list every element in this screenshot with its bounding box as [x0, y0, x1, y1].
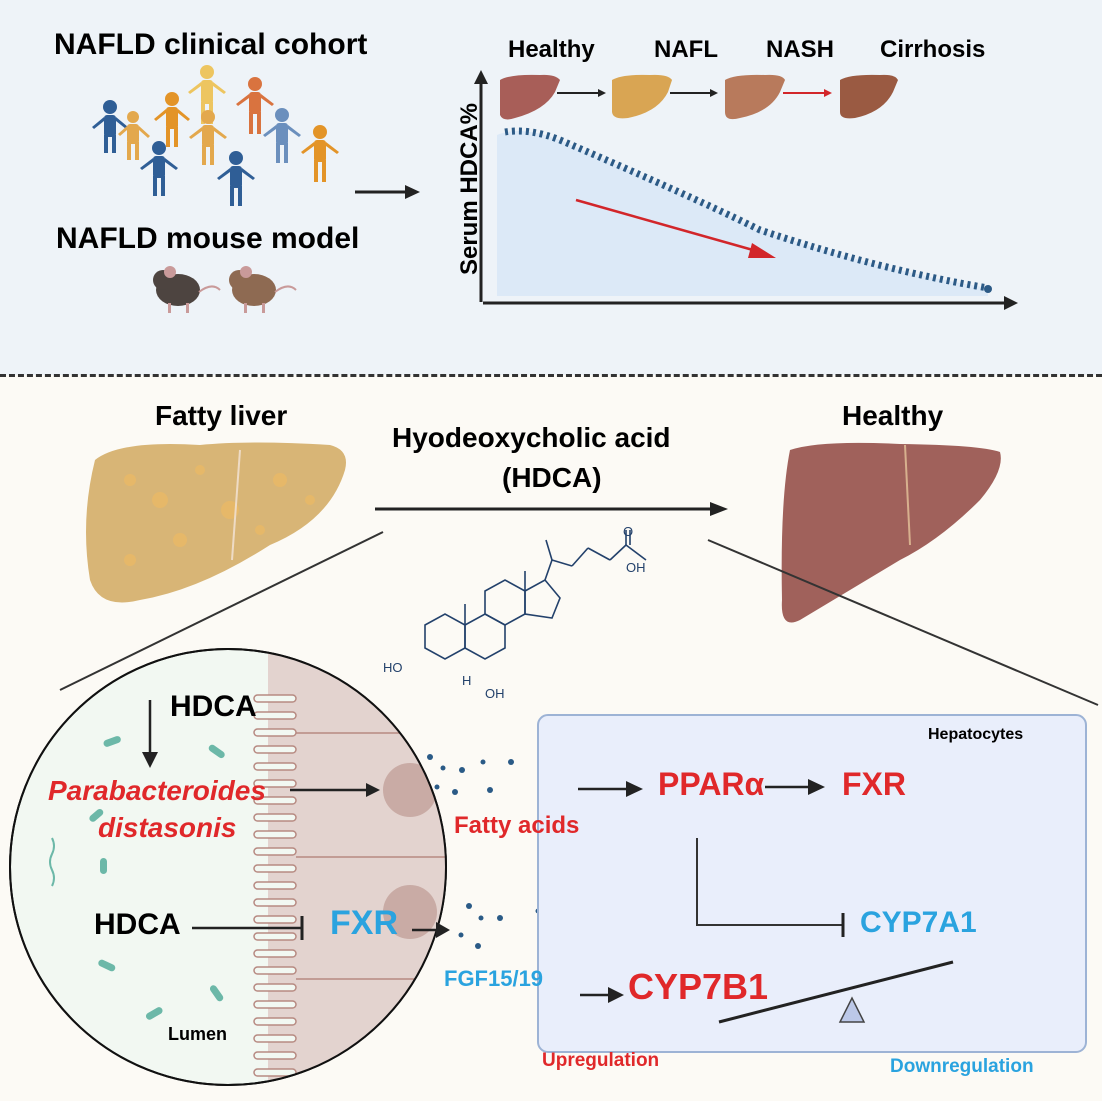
fgf-label: FGF15/19	[444, 966, 544, 991]
cohort-title: NAFLD clinical cohort	[54, 28, 368, 61]
treatment-abbrev: (HDCA)	[502, 462, 602, 493]
liver-icon-cirrhosis	[840, 74, 898, 119]
liver-icon-nash	[725, 74, 785, 120]
stage-arrow-icon	[557, 89, 606, 97]
trend-arrow-head-icon	[748, 243, 776, 258]
person-icon	[140, 141, 178, 196]
right-arrow-icon	[626, 781, 643, 797]
molecule-oh-top: OH	[626, 560, 646, 575]
top-graphics	[92, 65, 1018, 313]
arrow-icon	[355, 185, 420, 199]
fatty-acids-label: Fatty acids	[454, 812, 580, 839]
trend-arrow	[575, 198, 761, 254]
hepatocyte-fxr-label: FXR	[842, 766, 906, 802]
people-icon-group	[92, 65, 339, 206]
treatment-label: Hyodeoxycholic acid	[392, 422, 671, 453]
curve-end-dot	[984, 285, 992, 293]
down-arrow-icon	[142, 752, 158, 768]
right-arrow-icon	[436, 922, 450, 938]
mouse-model-title: NAFLD mouse model	[56, 222, 360, 255]
bacterium-genus: Parabacteroides	[48, 775, 266, 806]
x-axis-arrow-icon	[1004, 296, 1018, 310]
person-icon	[236, 77, 274, 134]
nucleus	[383, 885, 437, 939]
right-arrow-icon	[366, 783, 380, 797]
molecule-oh-bottom: OH	[485, 686, 505, 701]
hdca-molecule-icon	[424, 530, 647, 660]
villi	[253, 694, 297, 1077]
bacterium-species: distasonis	[98, 812, 237, 843]
hdca-curve	[504, 127, 989, 292]
hdca-area	[497, 131, 988, 296]
mouse-icon	[229, 266, 297, 313]
right-arrow-icon	[608, 987, 624, 1003]
person-icon	[217, 151, 255, 206]
bacteria-icons	[49, 736, 225, 1020]
legend-downregulation: Downregulation	[890, 1056, 1034, 1077]
intestinal-epithelium	[268, 649, 446, 1085]
nucleus	[383, 763, 437, 817]
liver-icon-nafl	[612, 74, 672, 119]
person-icon	[263, 108, 301, 163]
person-icon	[92, 100, 128, 153]
gut-hdca-bottom: HDCA	[94, 908, 181, 941]
person-icon	[301, 125, 339, 182]
cyp7a1-label: CYP7A1	[860, 906, 977, 939]
molecule-ho: HO	[383, 660, 403, 675]
y-axis-arrow-icon	[474, 70, 488, 84]
person-icon	[189, 110, 227, 165]
fatty-liver-label: Fatty liver	[155, 400, 288, 431]
stage-label-cirrhosis: Cirrhosis	[880, 36, 986, 63]
right-arrow-icon	[808, 779, 825, 795]
liver-icon-healthy	[500, 74, 560, 120]
hepatocyte-box	[537, 714, 1087, 1053]
stage-arrow-icon	[783, 89, 832, 97]
fatty-liver-icon	[86, 442, 346, 603]
stage-label-healthy: Healthy	[508, 36, 595, 63]
section-divider	[0, 374, 1102, 377]
hepatocytes-label: Hepatocytes	[928, 726, 1024, 743]
person-icon	[118, 111, 150, 160]
treatment-arrow-head-icon	[710, 502, 728, 516]
mouse-icon	[153, 266, 221, 313]
ppara-label: PPARα	[658, 766, 765, 802]
person-icon	[154, 92, 190, 147]
stage-arrow-icon	[670, 89, 718, 97]
balance-fulcrum-icon	[838, 996, 866, 1023]
gut-fxr: FXR	[330, 904, 398, 942]
cyp7b1-label: CYP7B1	[628, 966, 769, 1007]
stage-label-nafl: NAFL	[654, 36, 718, 63]
healthy-liver-icon	[781, 442, 1001, 623]
healthy-liver-label: Healthy	[842, 400, 944, 431]
molecule-h: H	[462, 673, 472, 688]
legend-upregulation: Upregulation	[542, 1050, 660, 1071]
gut-hdca-top: HDCA	[170, 690, 257, 723]
balance-beam	[718, 960, 954, 1024]
lumen-label: Lumen	[168, 1024, 228, 1044]
molecule-o: O	[623, 524, 634, 539]
fat-droplets	[124, 465, 315, 566]
stage-label-nash: NASH	[766, 36, 835, 63]
